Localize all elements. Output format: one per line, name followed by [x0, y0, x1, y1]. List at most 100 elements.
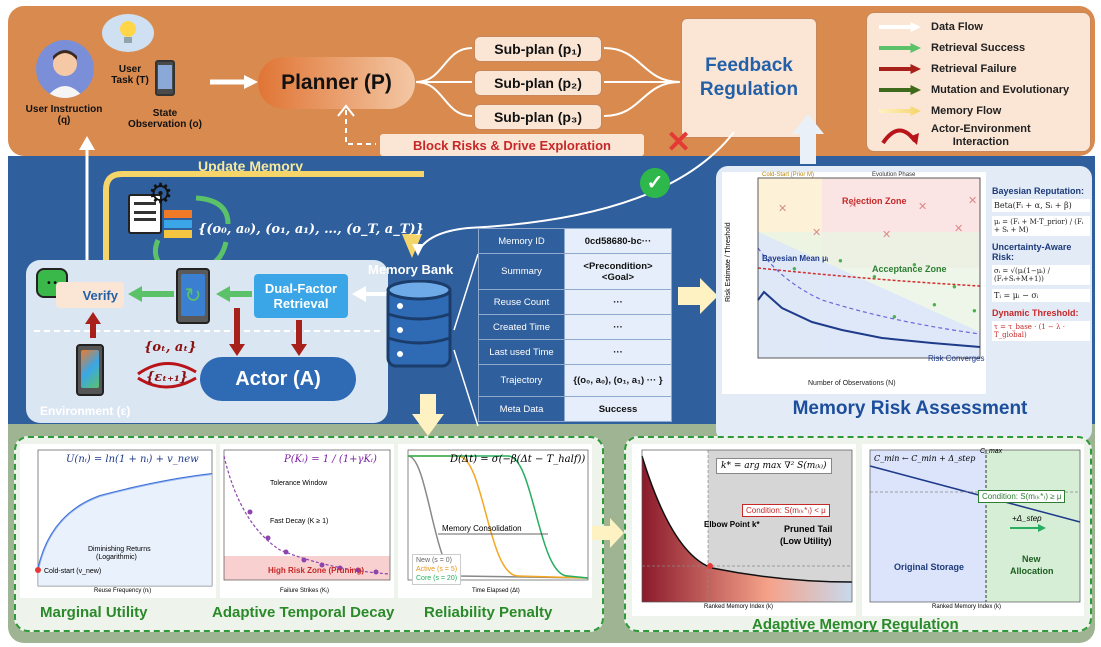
planner-box: Planner (P)	[258, 57, 415, 109]
rejection-zone-label: Rejection Zone	[842, 196, 907, 206]
temporal-decay-label: Adaptive Temporal Decay	[212, 604, 395, 621]
retrieval-failure-arrow-1	[229, 308, 245, 356]
legend-item-retrieval-failure: Retrieval Failure	[867, 63, 1017, 75]
elbow-formula: k* = arg max ∇² S(m₍ₖ₎)	[716, 458, 832, 474]
user-instruction-label: User Instruction (q)	[25, 104, 103, 126]
verify-fail-arrow	[85, 312, 101, 338]
decay-ann2: Fast Decay (K ≥ 1)	[270, 518, 329, 525]
feedback-regulation-box: Feedback Regulation	[681, 18, 817, 138]
reliab-legend-active: Active (s = 5)	[416, 566, 458, 573]
document-icon	[128, 194, 162, 234]
elbow-xlabel: Ranked Memory Index (k)	[704, 604, 774, 610]
block-risks-label: Block Risks & Drive Exploration	[380, 134, 644, 156]
retrieval-success-arrow-2	[128, 286, 174, 302]
risk-side-2: μᵢ = (Fᵢ + M·T_prior) / (Fᵢ + Sᵢ + M)	[992, 216, 1090, 236]
verify-box: Verify	[56, 282, 124, 308]
reliab-legend-new: New (s = 0)	[416, 557, 452, 564]
risk-side-3: Uncertainty-Aware Risk:	[992, 242, 1072, 262]
subplan-3: Sub-plan (p₃)	[474, 104, 602, 130]
dot-markers: ●●●●●●●●	[792, 256, 977, 321]
to-regulation-arrow	[592, 518, 624, 548]
subplan-branches	[415, 47, 473, 117]
phase1-label: Cold-Start (Prior M)	[762, 172, 815, 178]
lightbulb-icon	[102, 14, 154, 52]
reliability-penalty-label: Reliability Penalty	[424, 604, 553, 621]
gear-icon: ⚙	[148, 178, 174, 209]
legend-item-memory-flow: Memory Flow	[867, 105, 1001, 117]
legend-item-mutation: Mutation and Evolutionary	[867, 84, 1069, 96]
phone-icon	[155, 60, 175, 96]
environment-phone-icon	[76, 344, 104, 396]
decay-xlabel: Failure Strikes (Kᵢ)	[280, 588, 329, 594]
table-row: Created Time···	[478, 314, 672, 340]
temporal-decay-chart: P(Kᵢ) = 1 / (1+γKᵢ) Tolerance Window Fas…	[220, 444, 394, 598]
actor-box: Actor (A)	[200, 357, 356, 401]
decay-ann3: High Risk Zone (Pruning)	[268, 566, 364, 575]
actor-env-loop-icon	[137, 362, 197, 389]
table-row: Last used Time···	[478, 339, 672, 365]
reliab-ann1: Memory Consolidation	[442, 524, 522, 533]
block-risk-path	[337, 104, 376, 145]
risk-formula-panel: Bayesian Reputation: Beta(Fᵢ + α, Sᵢ + β…	[992, 186, 1090, 341]
down-to-bottom-arrow	[412, 394, 444, 436]
subplan-merge	[603, 47, 681, 117]
risk-side-1: Beta(Fᵢ + α, Sᵢ + β)	[992, 199, 1090, 212]
risk-side-0: Bayesian Reputation:	[992, 186, 1085, 196]
risk-side-4: σᵢ = √(μᵢ(1−μᵢ) / (Fᵢ+Sᵢ+M+1))	[992, 265, 1090, 285]
cross-icon: ✕	[666, 126, 692, 159]
table-row: Summary<Precondition> <Goal>	[478, 253, 672, 290]
decay-formula: P(Kᵢ) = 1 / (1+γKᵢ)	[284, 454, 377, 465]
cond1-label: Condition: S(m₍ₖ*₎) < μ	[742, 504, 830, 517]
feedback-title-1: Feedback	[705, 55, 793, 76]
phase2-label: Evolution Phase	[872, 172, 916, 178]
memory-bank-label: Memory Bank	[368, 262, 454, 277]
environment-label: Environment (ε)	[40, 404, 131, 418]
feedback-curve	[412, 131, 735, 256]
legend-item-data-flow: Data Flow	[867, 21, 983, 33]
bayes-mean-label: Bayesian Mean μᵢ	[762, 254, 829, 263]
elbow-label: Elbow Point k*	[704, 520, 760, 529]
update-label: C_min ← C_min + Δ_step	[874, 454, 976, 463]
reliab-xlabel: Time Elapsed (Δt)	[472, 588, 520, 594]
risk-assessment-title: Memory Risk Assessment	[792, 398, 1028, 419]
feedback-title-2: Regulation	[699, 79, 799, 100]
risk-chart: Risk Estimate / Threshold Cold-Start (Pr…	[722, 172, 986, 394]
table-to-risk-arrow	[678, 278, 718, 314]
risk-xlabel: Number of Observations (N)	[808, 380, 896, 387]
trajectory-formula: {(o₀, a₀), (o₁, a₁), …, (o_T, a_T)}	[198, 222, 424, 237]
phone-agent-icon: ↻	[176, 268, 210, 324]
x-markers: ✕✕✕✕✕✕✕	[778, 195, 978, 241]
risk-side-5: Tᵢ = μᵢ − σᵢ	[992, 289, 1090, 302]
elbow-chart: k* = arg max ∇² S(m₍ₖ₎) Condition: S(m₍ₖ…	[632, 444, 856, 616]
risk-converge-label: Risk Converges	[928, 354, 985, 363]
user-task-label: User Task (T)	[111, 64, 149, 86]
table-row: Trajectory{(o₀, a₀), (o₁, a₁) ··· }	[478, 364, 672, 397]
bank-to-table-line	[453, 253, 479, 427]
subplan-1: Sub-plan (p₁)	[474, 36, 602, 62]
ot-at-label: {oₜ, aₜ}	[144, 340, 197, 355]
up-arrow	[792, 114, 824, 164]
reliab-formula: D(Δt) = σ(−β(Δt − T_half))	[450, 454, 586, 465]
marginal-formula: U(nᵢ) = ln(1 + nᵢ) + v_new	[66, 454, 199, 465]
retrieval-success-arrow-1	[216, 286, 252, 302]
marginal-ann2: Cold-start (v_new)	[44, 568, 102, 575]
marginal-utility-chart: U(nᵢ) = ln(1 + nᵢ) + v_new Diminishing R…	[20, 444, 216, 598]
capacity-xlabel: Ranked Memory Index (k)	[932, 604, 1002, 610]
pruned-label: Pruned Tail	[784, 524, 833, 534]
acceptance-zone-label: Acceptance Zone	[872, 264, 947, 274]
risk-side-7: τ = τ_base · (1 − λ · T_global)	[992, 321, 1090, 341]
curved-arrow-icon	[881, 128, 919, 145]
legend-item-retrieval-success: Retrieval Success	[867, 42, 1025, 54]
reliability-chart: D(Δt) = σ(−β(Δt − T_half)) Memory Consol…	[398, 444, 592, 598]
marginal-utility-label: Marginal Utility	[40, 604, 148, 621]
regulation-label: Adaptive Memory Regulation	[752, 616, 959, 633]
marginal-xlabel: Reuse Frequency (nᵢ)	[94, 588, 152, 594]
pruned2-label: (Low Utility)	[780, 536, 832, 546]
retrieval-failure-arrow-2	[291, 320, 307, 356]
alloc-label: Allocation	[1010, 566, 1054, 576]
